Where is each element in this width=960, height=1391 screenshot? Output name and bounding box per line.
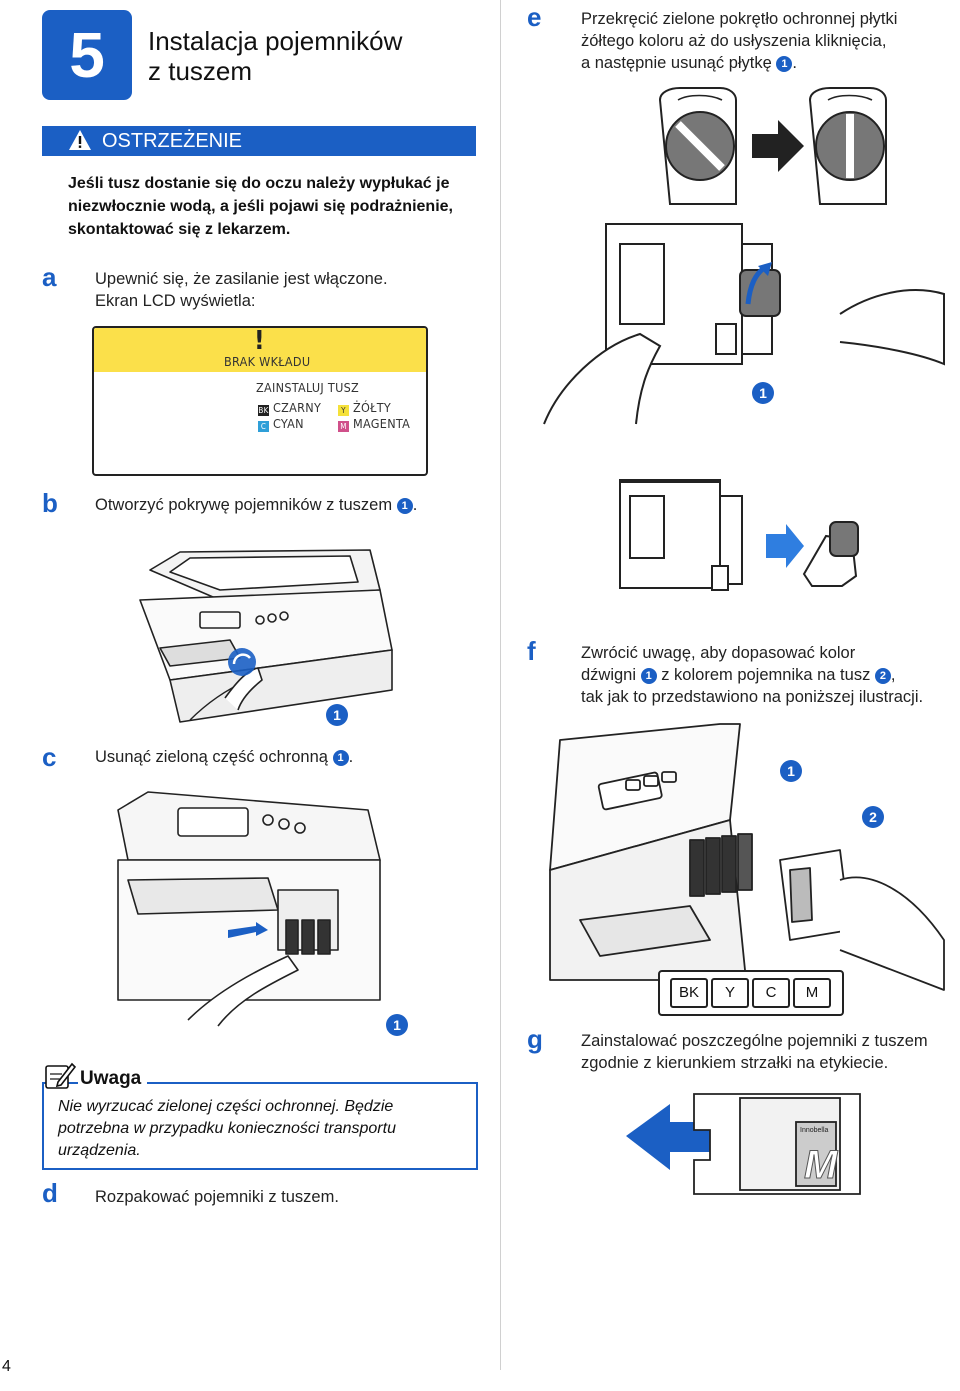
color-key-c: C: [752, 978, 790, 1008]
figure-f-callout-1: 1: [780, 760, 802, 782]
figure-b-callout-1: 1: [326, 704, 348, 726]
ref-callout: 1: [396, 498, 413, 514]
color-key-y: Y: [711, 978, 749, 1008]
step-g-text: Zainstalować poszczególne pojemniki z tu…: [581, 1032, 928, 1072]
lcd-status-text: BRAK WKŁADU: [224, 354, 311, 369]
swatch-y: Y: [338, 405, 349, 416]
note-box: [42, 1082, 478, 1170]
left-arrow-icon: [626, 1104, 730, 1170]
step-e-text: Przekręcić zielone pokrętło ochronnej pł…: [581, 10, 898, 72]
warning-label: OSTRZEŻENIE: [102, 130, 243, 152]
step-letter-g: g: [527, 1024, 543, 1054]
cartridge-letter-text: M: [804, 1143, 839, 1187]
step-d-text: Rozpakować pojemniki z tuszem.: [95, 1188, 339, 1206]
cartridge-brand-text: Innobella: [800, 1127, 829, 1134]
swatch-bk: BK: [258, 405, 269, 416]
color-key-m: M: [793, 978, 831, 1008]
ref-callout: 1: [776, 56, 793, 72]
figure-e-callout-1: 1: [752, 382, 774, 404]
page-number: 4: [2, 1358, 11, 1375]
page-title: Instalacja pojemników z tuszem: [148, 26, 403, 86]
step-c-text: Usunąć zieloną część ochronną 1.: [95, 748, 354, 766]
ref-callout-1: 1: [640, 668, 657, 684]
swatch-c: C: [258, 421, 269, 432]
step-letter-c: c: [42, 742, 57, 772]
ref-callout: 1: [332, 750, 349, 766]
turn-knob-illustration: [543, 87, 945, 581]
note-pencil-icon: [45, 1062, 77, 1089]
warning-icon: [69, 130, 91, 150]
step-letter-d: d: [42, 1178, 58, 1208]
note-title: Uwaga: [78, 1068, 148, 1090]
step-a-text: Upewnić się, że zasilanie jest włączone.…: [95, 270, 388, 310]
swatch-m: M: [338, 421, 349, 432]
step-number-badge: 5: [42, 10, 132, 100]
step-letter-b: b: [42, 488, 58, 518]
figure-c-callout-1: 1: [386, 1014, 408, 1036]
note-text: Nie wyrzucać zielonej części ochronnej. …: [58, 1098, 396, 1159]
open-cover-arrow-icon: [228, 648, 256, 676]
step-letter-f: f: [527, 636, 536, 666]
column-divider: [500, 0, 501, 1370]
lcd-status-bar: [94, 328, 426, 372]
lcd-alert-mark: !: [254, 326, 265, 356]
right-arrow-icon: [752, 120, 804, 172]
remove-arrow-icon: [228, 922, 268, 938]
figure-f-callout-2: 2: [862, 806, 884, 828]
color-key-bk: BK: [670, 978, 708, 1008]
step-letter-a: a: [42, 262, 57, 292]
remove-protective-part-illustration: [117, 791, 381, 1027]
install-direction-illustration: Innobella M: [626, 1093, 861, 1195]
lcd-heading: ZAINSTALUJ TUSZ: [256, 380, 360, 395]
step-letter-e: e: [527, 2, 542, 32]
step-b-text: Otworzyć pokrywę pojemników z tuszem 1.: [95, 496, 418, 514]
step-f-text: Zwrócić uwagę, aby dopasować kolor dźwig…: [581, 644, 924, 706]
warning-text: Jeśli tusz dostanie się do oczu należy w…: [68, 175, 453, 238]
printer-open-cover-illustration: [139, 549, 393, 723]
match-lever-color-illustration: [549, 723, 945, 991]
cover-removed-illustration: [619, 481, 859, 591]
warning-banner: OSTRZEŻENIE: [42, 126, 476, 156]
right-arrow-icon: [766, 524, 804, 568]
ref-callout-2: 2: [874, 668, 891, 684]
